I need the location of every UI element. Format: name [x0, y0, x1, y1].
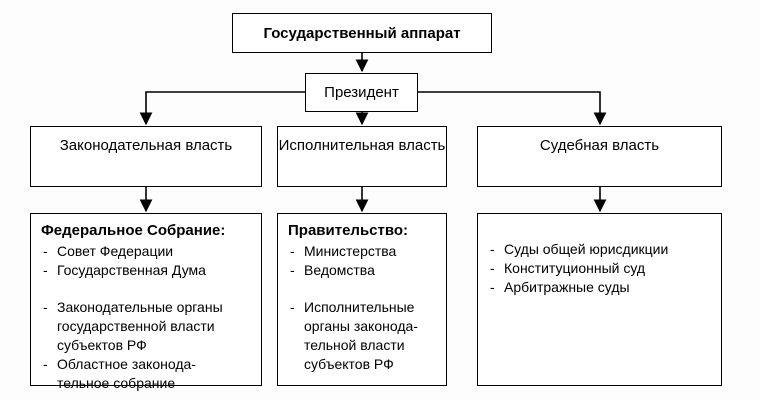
executive-power-box: Исполнительная власть: [277, 126, 447, 187]
dash-bullet: -: [43, 299, 48, 315]
list-item-label: Министерства: [304, 243, 397, 259]
dash-bullet: -: [290, 262, 295, 278]
list-item-label: Совет Федерации: [57, 243, 174, 259]
judicial-power-box: Судебная власть: [477, 126, 722, 187]
executive-power-label: Исполнительная власть: [278, 137, 446, 154]
list-item-label: Государственная Дума: [57, 262, 206, 278]
president-label: Президент: [324, 84, 399, 101]
list-item-label: Ведомства: [304, 262, 375, 278]
legislative-power-box: Законодательная власть: [30, 126, 262, 187]
list-group-gap: [41, 280, 253, 298]
federal-assembly-box: Федеральное Собрание: - Совет Федерации …: [30, 213, 262, 391]
list-item-label: Арбитражные суды: [504, 279, 630, 295]
list-item: - Суды общей юрисдикции: [488, 240, 713, 259]
list-item: - Совет Федерации: [41, 242, 253, 261]
state-apparatus-box: Государственный аппарат: [232, 13, 492, 53]
list-item: - Министерства: [288, 242, 438, 261]
list-item: - Государственная Дума: [41, 261, 253, 280]
legislative-power-label: Законодательная власть: [59, 137, 233, 154]
dash-bullet: -: [490, 279, 495, 295]
list-item-label: Исполнительные органы законода-тельной в…: [304, 299, 418, 372]
list-group-gap: [288, 280, 438, 298]
list-item: - Конституционный суд: [488, 259, 713, 278]
dash-bullet: -: [43, 262, 48, 278]
connector-president-to-judicial: [418, 91, 607, 126]
list-item: - Ведомства: [288, 261, 438, 280]
courts-box: - Суды общей юрисдикции - Конституционны…: [477, 213, 722, 386]
dash-bullet: -: [490, 241, 495, 257]
dash-bullet: -: [290, 299, 295, 315]
government-box: Правительство: - Министерства - Ведомств…: [277, 213, 447, 386]
list-item: - Арбитражные суды: [488, 278, 713, 297]
dash-bullet: -: [43, 356, 48, 372]
dash-bullet: -: [490, 260, 495, 276]
list-item-label: Суды общей юрисдикции: [504, 241, 669, 257]
government-heading: Правительство:: [288, 222, 409, 239]
list-item-label: Областное законода-тельное собрание: [57, 356, 196, 391]
list-item: - Исполнительные органы законода-тельной…: [288, 298, 438, 374]
list-item-label: Конституционный суд: [504, 260, 646, 276]
list-item: - Областное законода-тельное собрание: [41, 355, 253, 393]
president-box: Президент: [305, 73, 418, 112]
list-item-label: Законодательные органы государственной в…: [57, 299, 223, 353]
list-item: - Законодательные органы государственной…: [41, 298, 253, 355]
judicial-power-label: Судебная власть: [539, 137, 660, 154]
dash-bullet: -: [43, 243, 48, 259]
state-apparatus-label: Государственный аппарат: [263, 24, 461, 42]
federal-assembly-heading: Федеральное Собрание:: [41, 222, 226, 239]
connector-president-to-legislative: [139, 91, 305, 126]
dash-bullet: -: [290, 243, 295, 259]
